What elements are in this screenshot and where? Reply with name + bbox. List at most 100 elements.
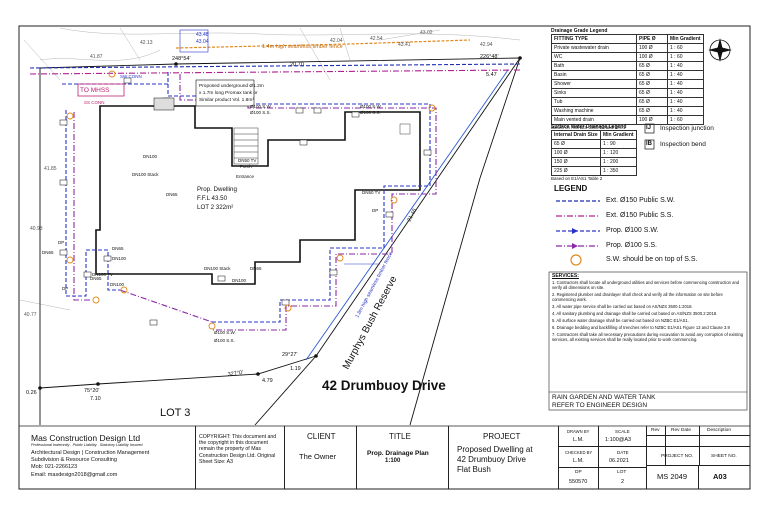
sw-conn-label: SW CONN [120,74,142,79]
pipe-cell: 65 Ø [636,61,668,71]
project-no-label: PROJECT NO. [661,454,694,459]
gradient-cell: 1 : 40 [667,97,704,107]
drawn-by: L.M. [573,437,584,443]
scale-label: SCALE [615,429,630,434]
gradient-cell: 1 : 200 [600,157,637,167]
ib-symbol [644,139,655,150]
fitting-cell: Washing machine [551,106,637,116]
dn-label: DN100 Stack [132,172,159,177]
services-box [548,271,748,411]
rev-label: Rev [651,428,660,433]
dp-value: 550570 [569,479,588,485]
services-note: 6. Drainage bedding and backfilling of t… [552,325,730,330]
public-sw-line [29,63,521,69]
legend-item: Ext. Ø150 Public S.W. [606,197,675,204]
header-cell: Min Gradient [667,34,704,44]
gradient-cell: 1 : 60 [667,115,704,125]
dwelling-ffl: F.F.L 43.50 [197,195,228,202]
gradient-cell: 1 : 40 [667,88,704,98]
street-address-label: 42 Drumbuoy Drive [322,378,446,393]
revision-rule [647,446,750,447]
underground-note-line: Proposed underground Ø1.2m [199,83,264,89]
dp-label: DP [575,470,582,475]
bearing-label: 75°20' [84,388,100,394]
company-cell: Mas Construction Design Ltd Professional… [19,426,195,489]
sheet-no: A03 [713,472,727,481]
project-line: 42 Drumbuoy Drive [457,455,526,464]
dn-label: DN100 TV [92,272,113,277]
lot-label: LOT 3 [160,407,190,419]
services-note: 7. Contractors shall take all necessary … [552,332,744,342]
level-box [179,29,209,53]
porch-steps [233,127,259,165]
gradient-cell: 1 : 40 [667,61,704,71]
gradient-cell: 1 : 40 [667,106,704,116]
bearing-label: 327°0' [227,370,243,378]
header-cell: Internal Drain Size [551,130,601,140]
revision-rule [699,426,700,466]
distance-label: 7.10 [90,396,101,402]
legend-item: Prop. Ø100 S.S. [606,242,657,249]
fitting-cell: WC [551,52,637,62]
dwelling-lot-area: LOT 2 322m² [197,204,233,211]
header-cell: Min Gradient [600,130,637,140]
dn-label: DN65 [90,276,102,281]
lot-value: 2 [621,479,625,485]
revision-cell: Rev Rev Date Description PROJECT NO. SHE… [647,426,750,466]
copyright-cell: COPYRIGHT: This document and the copyrig… [195,426,285,489]
client-cell: CLIENT The Owner [285,426,357,489]
dp-label: DP [58,240,64,245]
timber-fence-top [175,39,471,49]
pipe-cell: 65 Ø [636,70,668,80]
legend-title: LEGEND [554,184,588,193]
distance-label: 0.26 [26,390,37,396]
pipe-cell: 65 Ø [636,97,668,107]
company-services: Subdivision & Resource Consulting [31,457,117,463]
level-label: 43.02 [420,30,433,36]
checked-by-cell: CHECKED BY L.M. [559,447,599,468]
drawn-by-cell: DRAWN BY L.M. [559,426,599,447]
pipe-label: Ø100 S.W. [250,104,272,109]
dwelling-footprint [95,105,421,285]
fence-label-top: 1.4m high seamless timber fence [262,44,343,50]
fitting-cell: Bath [551,61,637,71]
sheet-border [18,25,751,490]
level-label: 42.13 [140,40,153,46]
underground-note-line: x 1.7m long Promax tank or [199,90,258,96]
public-ss-line [29,69,521,75]
porch-label: Porch [240,164,252,169]
pipe-label: Ø100 S.S. [360,110,381,115]
surface-water-legend: Surface Water Drainage Legend Internal D… [551,124,637,181]
services-note: 5. All surface water drainage shall be c… [552,318,689,323]
project-no: MS 2049 [657,472,688,481]
pipe-cell: 100 Ø [636,43,668,53]
distance-label: 1.19 [290,366,301,372]
title-cell: TITLE Prop. Drainage Plan 1:100 [357,426,449,489]
date-value: 06.2021 [609,458,629,464]
header-cell: PIPE Ø [636,34,668,44]
gradient-cell: 1 : 60 [667,43,704,53]
services-notes: SERVICES: 1. Contractors shall locate al… [552,274,744,343]
gradient-cell: 1 : 90 [600,139,637,149]
drainage-grade-note: Based on AS/NZS 3500.2 Table 3.4.1 [551,125,626,130]
drainage-grade-table: FITTING TYPE PIPE Ø Min Gradient Private… [551,34,704,125]
company-email: Email: masdesign2018@gmail.com [31,472,118,478]
header-cell: FITTING TYPE [551,34,637,44]
size-cell: 100 Ø [551,148,601,158]
scale-cell: SCALE 1:100@A3 [599,426,647,447]
level-label: 42.54 [370,36,383,42]
underground-note-box [195,79,255,107]
level-label: 41.85 [44,166,57,172]
fitting-cell: Tub [551,97,637,107]
gradient-cell: 1 : 40 [667,70,704,80]
date-cell: DATE 06.2021 [599,447,647,468]
entrance-label: Entrance [236,174,255,179]
level-label: 43.41 [398,42,411,48]
dn-label: DN100 Stack [204,266,231,271]
